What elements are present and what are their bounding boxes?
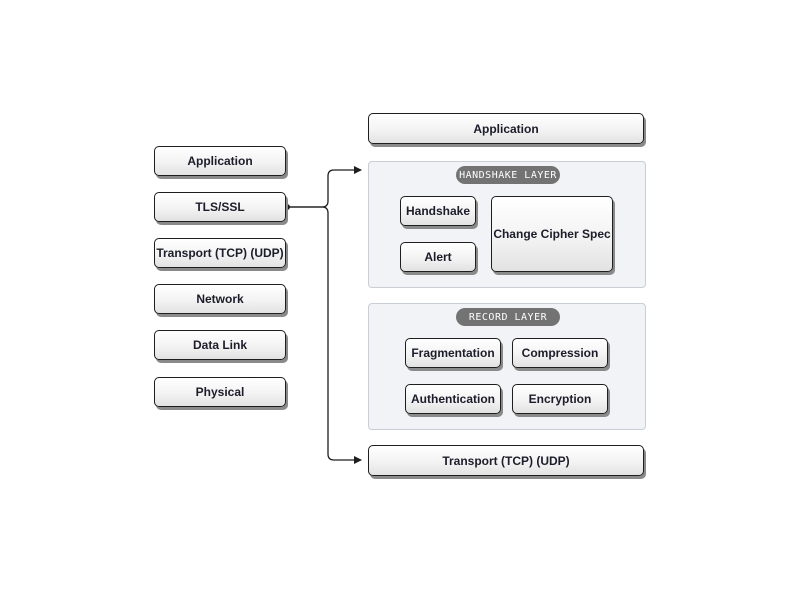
encryption-box: Encryption — [512, 384, 608, 414]
handshake-layer-title: HANDSHAKE LAYER — [456, 166, 560, 184]
fragmentation-box: Fragmentation — [405, 338, 501, 368]
alert-box: Alert — [400, 242, 476, 272]
left-tls-ssl-box: TLS/SSL — [154, 192, 286, 222]
left-application-box: Application — [154, 146, 286, 176]
authentication-box: Authentication — [405, 384, 501, 414]
right-transport-box: Transport (TCP) (UDP) — [368, 445, 644, 476]
record-layer-title: RECORD LAYER — [456, 308, 560, 326]
connector-to-transport — [287, 206, 362, 464]
left-data-link-box: Data Link — [154, 330, 286, 360]
compression-box: Compression — [512, 338, 608, 368]
left-physical-box: Physical — [154, 377, 286, 407]
connector-to-handshake-layer — [287, 166, 362, 208]
left-network-box: Network — [154, 284, 286, 314]
handshake-box: Handshake — [400, 196, 476, 226]
change-cipher-spec-box: Change Cipher Spec — [491, 196, 613, 272]
left-transport-box: Transport (TCP) (UDP) — [154, 238, 286, 268]
right-application-box: Application — [368, 113, 644, 144]
